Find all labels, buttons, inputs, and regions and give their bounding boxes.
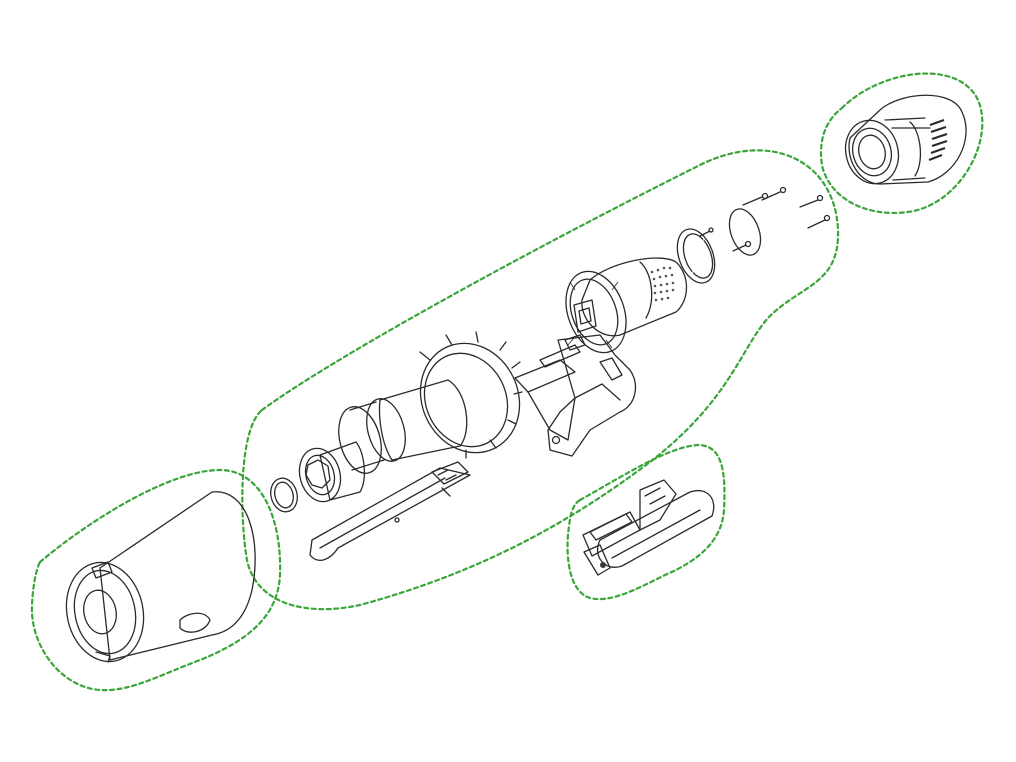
main-body-group-outline bbox=[241, 149, 840, 611]
screws bbox=[699, 186, 831, 252]
filter-cartridge bbox=[844, 94, 967, 185]
motor-vent-holes bbox=[650, 266, 675, 302]
screw bbox=[732, 240, 752, 252]
dust-bin-group-outline bbox=[30, 468, 282, 692]
rear-cap bbox=[728, 208, 762, 256]
bin-seal-ring bbox=[270, 477, 298, 513]
filter-group-outline bbox=[819, 72, 984, 215]
dust-bin bbox=[65, 491, 256, 663]
filter-vent-slots bbox=[928, 118, 948, 162]
screw bbox=[699, 227, 714, 237]
bin-lid bbox=[309, 461, 471, 561]
cyclone-assembly bbox=[298, 331, 523, 503]
screw bbox=[742, 192, 769, 206]
post-filter-grille bbox=[676, 228, 716, 284]
handle-frame bbox=[514, 334, 637, 457]
screw bbox=[799, 194, 824, 208]
battery-group-outline bbox=[566, 443, 726, 601]
screw bbox=[807, 214, 831, 229]
battery-pack bbox=[582, 479, 715, 576]
motor-head bbox=[565, 257, 688, 354]
